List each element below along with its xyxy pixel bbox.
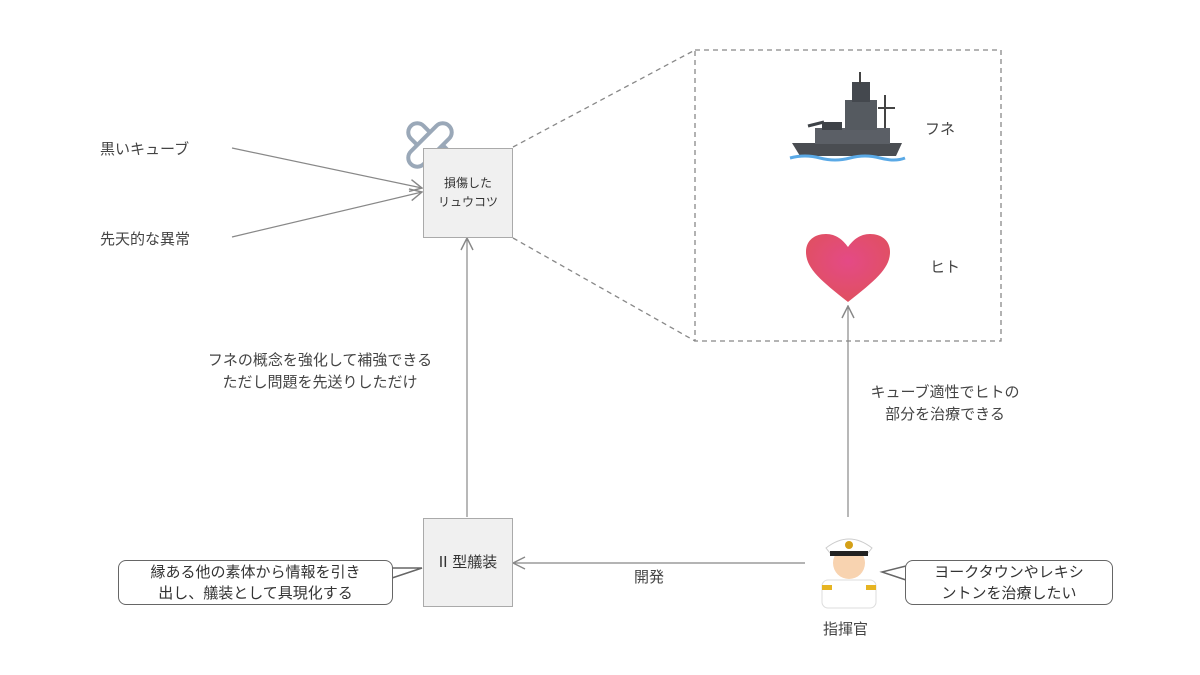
input-congenital-anomaly: 先天的な異常 [100, 230, 191, 248]
rigging-node: II 型艤装 [423, 518, 513, 607]
arrow-anomaly [231, 192, 422, 238]
detail-frame [694, 49, 1002, 342]
cube-note: キューブ適性でヒトの部分を治療できる [870, 383, 1020, 423]
develop-label: 開発 [634, 568, 665, 586]
commander-icon [821, 538, 877, 609]
damaged-keel-node: 損傷したリュウコツ [423, 148, 513, 238]
node-label: II 型艤装 [438, 553, 498, 571]
commander-callout: ヨークタウンやレキシントンを治療したい [905, 560, 1113, 605]
commander-label: 指揮官 [823, 620, 869, 638]
input-black-cube: 黒いキューブ [100, 140, 190, 158]
node-label: 損傷した [443, 176, 492, 190]
ship-icon [789, 72, 906, 162]
human-label: ヒト [930, 258, 961, 276]
rigging-callout: 縁ある他の素体から情報を引き出し、艤装として具現化する [118, 560, 393, 605]
reinforce-note: フネの概念を強化して補強できるただし問題を先送りしただけ [207, 351, 433, 391]
node-label: リュウコツ [437, 195, 498, 209]
arrow-cube [231, 147, 422, 188]
ship-label: フネ [925, 120, 956, 138]
heart-icon [806, 234, 890, 302]
